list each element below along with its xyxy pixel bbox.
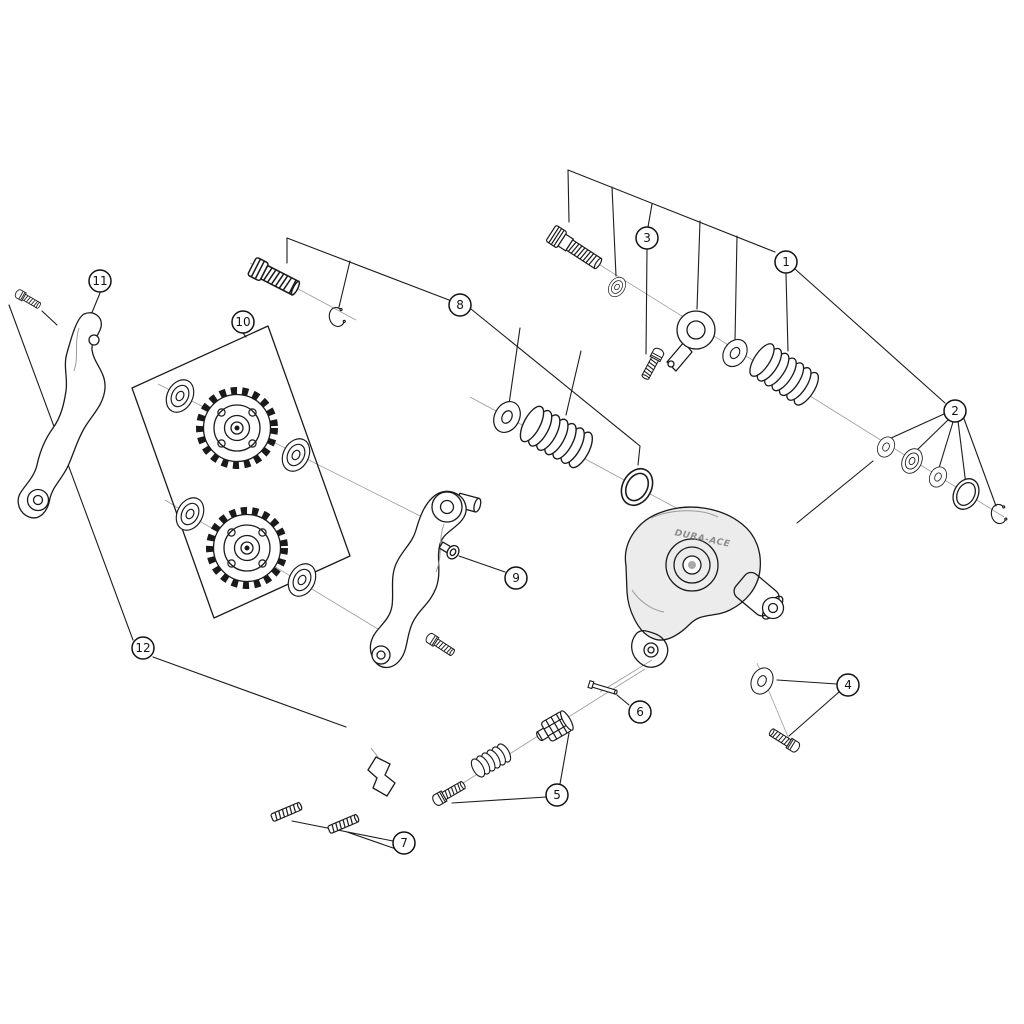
b-bracket-washer bbox=[717, 334, 753, 372]
outer-cage-plate bbox=[369, 490, 482, 669]
callout-12: 12 bbox=[131, 636, 155, 660]
adjust-screw bbox=[639, 346, 666, 382]
stud-bolt-1 bbox=[269, 801, 304, 823]
callout-8-label: 8 bbox=[456, 298, 464, 312]
callout-5: 5 bbox=[545, 783, 569, 807]
cage-pivot-bolt bbox=[246, 256, 303, 299]
cage-stop-screw bbox=[438, 541, 460, 560]
spring-cover-ring bbox=[614, 462, 660, 512]
callout-7-label: 7 bbox=[400, 836, 408, 850]
callout-4-label: 4 bbox=[844, 678, 852, 692]
callout-12-label: 12 bbox=[135, 641, 150, 655]
callout-8: 8 bbox=[448, 293, 472, 317]
jockey-wheel-upper bbox=[200, 391, 274, 465]
callout-1-label: 1 bbox=[782, 255, 790, 269]
callout-11-label: 11 bbox=[92, 274, 107, 288]
pulley-assembly-lower bbox=[170, 492, 322, 602]
callout-4: 4 bbox=[836, 673, 860, 697]
b-tension-spring bbox=[744, 339, 824, 410]
mount-ring bbox=[947, 473, 985, 515]
plate-fixing-screw bbox=[13, 288, 43, 311]
spring-washer bbox=[487, 396, 527, 438]
callout-6-label: 6 bbox=[636, 705, 644, 719]
callout-11: 11 bbox=[88, 269, 112, 293]
callout-3-label: 3 bbox=[643, 231, 651, 245]
dust-cap bbox=[282, 558, 322, 602]
body-knuckle bbox=[733, 571, 785, 620]
callout-9-label: 9 bbox=[512, 571, 520, 585]
pulley-assembly-upper bbox=[160, 374, 316, 477]
inner-cage-plate bbox=[17, 312, 106, 519]
link-pin bbox=[587, 679, 618, 695]
leader-lines bbox=[8, 169, 997, 850]
cable-anchor-plate bbox=[367, 747, 396, 797]
callout-6: 6 bbox=[628, 700, 652, 724]
derailleur-body: DURA-ACE bbox=[624, 506, 785, 668]
barrel-adjuster bbox=[531, 708, 576, 748]
cage-tension-spring bbox=[515, 402, 598, 472]
pulley-set-box bbox=[131, 325, 351, 619]
callout-3: 3 bbox=[635, 226, 659, 250]
b-tension-washer bbox=[746, 663, 778, 699]
callout-10-label: 10 bbox=[235, 315, 250, 329]
callout-2: 2 bbox=[943, 399, 967, 423]
adjuster-spring bbox=[468, 741, 514, 780]
body-link bbox=[631, 630, 669, 668]
b-tension-bolt bbox=[766, 726, 802, 755]
callout-2-label: 2 bbox=[951, 404, 959, 418]
axis-lines bbox=[157, 239, 1005, 801]
callout-9: 9 bbox=[504, 566, 528, 590]
dust-cap bbox=[160, 374, 200, 418]
dust-cap bbox=[170, 492, 210, 536]
callout-7: 7 bbox=[392, 831, 416, 855]
b-axle-bolt bbox=[545, 224, 606, 274]
jockey-wheel-lower bbox=[210, 511, 284, 585]
pulley-bolt bbox=[423, 631, 457, 659]
mount-washer-stepped bbox=[897, 444, 927, 478]
b-axle-washer bbox=[604, 273, 630, 301]
mount-washer-small-2 bbox=[925, 463, 951, 491]
callout-1: 1 bbox=[774, 250, 798, 274]
callouts: 1 2 3 4 5 6 7 8 9 10 11 bbox=[88, 226, 967, 855]
body-pivot bbox=[665, 538, 719, 592]
callout-5-label: 5 bbox=[553, 788, 561, 802]
callout-10: 10 bbox=[231, 310, 255, 334]
b-bracket-cap bbox=[666, 310, 716, 372]
